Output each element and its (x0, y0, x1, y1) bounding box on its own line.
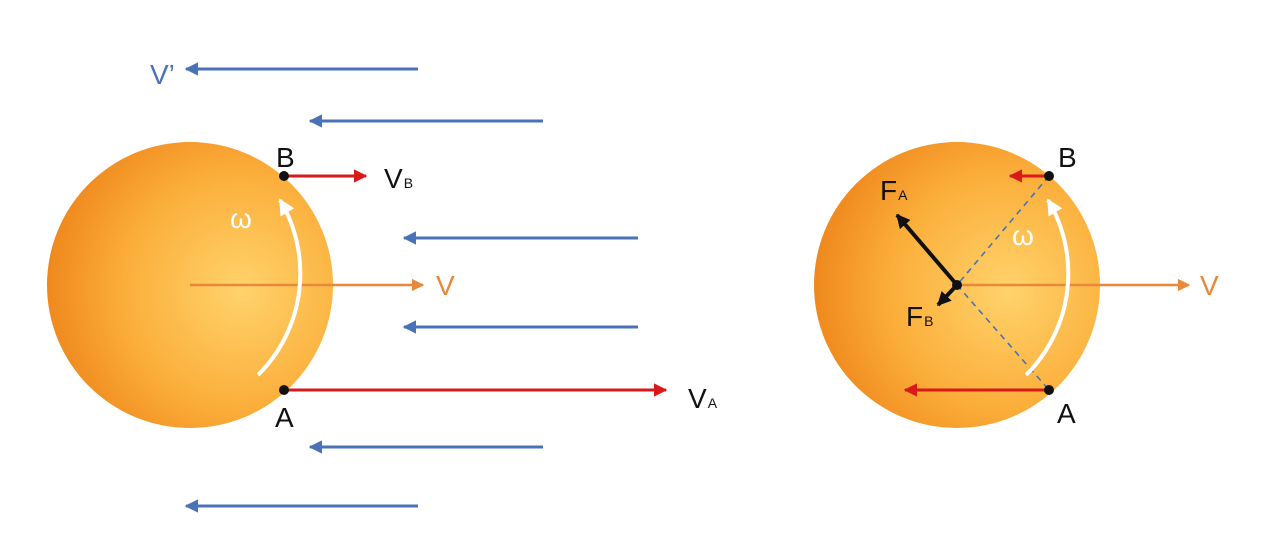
force-a-arrow (895, 213, 959, 287)
dashed-line-b (956, 175, 1050, 286)
right-figure: V ω FA FB B A (814, 142, 1219, 429)
spin-arc-arrow (1024, 198, 1071, 377)
point-a-label: A (275, 402, 294, 433)
airflow-label: V’ (150, 59, 175, 90)
ball-velocity-label: V (436, 270, 455, 301)
force-b-label: FB (906, 301, 933, 332)
ball-velocity-label: V (1200, 270, 1219, 301)
point-a-dot (1044, 385, 1054, 395)
spin-omega-label: ω (230, 203, 252, 234)
left-figure: V’ V ω B VB A VA (47, 59, 718, 513)
dashed-line-a (956, 284, 1050, 391)
velocity-b-label: VB (384, 163, 413, 194)
point-b-dot (279, 171, 289, 181)
point-b-dot (1044, 171, 1054, 181)
point-b-label: B (276, 142, 295, 173)
center-dot (952, 280, 962, 290)
point-b-label: B (1058, 142, 1077, 173)
point-a-dot (279, 385, 289, 395)
velocity-a-label: VA (688, 383, 718, 414)
spin-arc-arrow (256, 198, 303, 377)
point-a-label: A (1057, 398, 1076, 429)
spin-omega-label: ω (1012, 220, 1034, 251)
force-a-label: FA (880, 175, 908, 206)
